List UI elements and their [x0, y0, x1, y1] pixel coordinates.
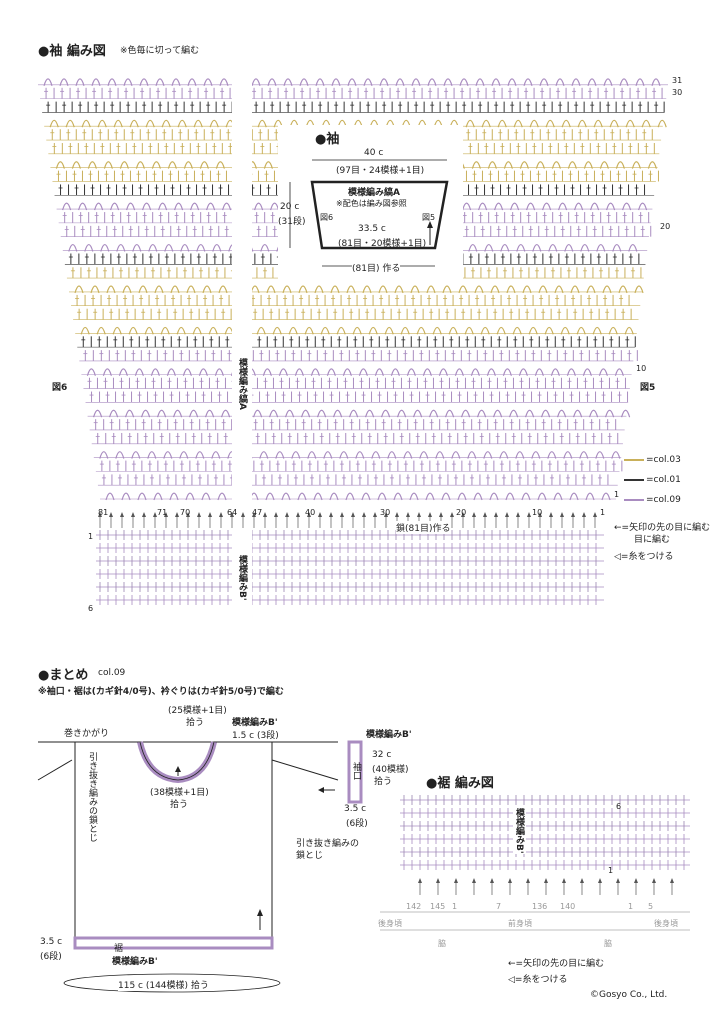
sleeve-width-2: (40模様) — [372, 765, 409, 775]
hem-chart-title: ●裾 編み図 — [426, 776, 494, 791]
hem-front-label: 前身頃 — [508, 919, 532, 928]
height: 20 c — [280, 202, 300, 212]
stitch-num-30: 30 — [380, 508, 391, 517]
legend-swatch-col09 — [624, 499, 644, 501]
pattern-name: 模様編み縞A — [348, 188, 400, 198]
sleeve-chart-note: ※色毎に切って編む — [120, 46, 200, 56]
side-seam-label-3: 鎖とじ — [296, 851, 324, 861]
sleeve-depth-2: (6段) — [346, 819, 368, 829]
schematic-fig5: 図5 — [422, 213, 436, 222]
row-label-1: 1 — [614, 490, 620, 499]
top-stitches: (97目・24模様+1目) — [336, 166, 425, 176]
sleeve-width: 32 c — [372, 750, 392, 760]
join-note: ◁=糸をつける — [614, 552, 674, 562]
bottom-row-6: 6 — [88, 604, 94, 613]
finishing-title: ●まとめ — [38, 668, 89, 683]
stitch-num-20: 20 — [456, 508, 467, 517]
hem-num-145: 145 — [430, 902, 446, 911]
sleeve-chart-title: ●袖 編み図 — [38, 44, 106, 59]
stitch-num-81: 81 — [98, 508, 109, 517]
hem-arrow-note: ←=矢印の先の目に編む — [508, 959, 605, 969]
hem-num-1b: 1 — [628, 902, 634, 911]
hem-back-label-2: 後身頃 — [654, 919, 678, 928]
finishing-note: ※袖口・裾は(カギ針4/0号)、衿ぐりは(カギ針5/0号)で編む — [38, 687, 284, 697]
chain-start-label: 鎖(81目)作る — [396, 521, 451, 534]
height-rows: (31段) — [278, 217, 306, 227]
side-seam-label-2: 引き抜き編みの — [296, 839, 360, 849]
neck-pickup-2: 拾う — [186, 718, 205, 728]
pattern-a-vertical-label: 模様編み縞A — [237, 358, 247, 410]
bottom-row-1: 1 — [88, 532, 94, 541]
fig6-label: 図6 — [52, 383, 68, 393]
stitch-num-47: 47 — [252, 508, 263, 517]
hem-join-note: ◁=糸をつける — [508, 975, 568, 985]
row-label-30: 30 — [672, 88, 683, 97]
legend-col01: =col.01 — [646, 475, 681, 485]
hem-depth-2: (6段) — [40, 952, 62, 962]
bottom-stitches: (81目・20模様+1目) — [338, 239, 427, 249]
sleeve-width-3: 拾う — [374, 777, 393, 787]
stitch-num-10: 10 — [532, 508, 543, 517]
chain-start: (81目) 作る — [352, 261, 401, 274]
hem-side-label: 脇 — [438, 939, 446, 948]
bottom-width: 33.5 c — [358, 224, 386, 234]
stitch-num-70: 70 — [180, 508, 191, 517]
hem-num-142: 142 — [406, 902, 422, 911]
stitch-num-40: 40 — [305, 508, 316, 517]
copyright: ©Gosyo Co., Ltd. — [590, 990, 668, 1000]
row-label-10: 10 — [636, 364, 647, 373]
front-neck-pickup: (38模様+1目) — [150, 788, 209, 798]
sleeve-trapezoid — [310, 180, 449, 250]
sleeve-pattern: 模様編みB' — [366, 730, 412, 740]
side-seam-vertical: 引き抜き編みの鎖とじ — [87, 752, 97, 842]
hem-num-1a: 1 — [452, 902, 458, 911]
hem-label: 裾 — [114, 944, 124, 954]
hem-num-5: 5 — [648, 902, 654, 911]
sleeve-cuff-label: 袖口 — [351, 762, 361, 780]
legend-swatch-col03 — [624, 459, 644, 461]
neck-pattern: 模様編みB' — [232, 718, 278, 728]
neck-depth: 1.5 c (3段) — [232, 731, 279, 741]
hem-num-7: 7 — [496, 902, 502, 911]
stitch-num-64: 64 — [227, 508, 238, 517]
row-label-31: 31 — [672, 76, 683, 85]
hem-row-1: 1 — [608, 866, 614, 875]
stitch-num-1: 1 — [600, 508, 606, 517]
hem-pickup: 115 c (144模様) 拾う — [118, 978, 209, 991]
finishing-color: col.09 — [98, 668, 126, 678]
schematic-fig6: 図6 — [320, 213, 334, 222]
sleeve-schematic-title: ●袖 — [315, 132, 340, 147]
pattern-b-vertical-label: 模様編みB' — [236, 555, 249, 601]
arrow-note: ←=矢印の先の目に編む — [614, 523, 711, 533]
wrap-label: 巻きかがり — [64, 729, 110, 739]
hem-vertical-label: 模様編みB' — [513, 808, 526, 854]
hem-num-140: 140 — [560, 902, 576, 911]
arrow-note-2: 目に編む — [634, 535, 671, 545]
sleeve-depth: 3.5 c — [344, 804, 367, 814]
sweater-schematic — [37, 740, 363, 993]
direction-arrowhead — [427, 221, 433, 228]
fig5-label: 図5 — [640, 383, 656, 393]
hem-row-6: 6 — [616, 802, 622, 811]
hem-pattern: 模様編みB' — [112, 957, 158, 967]
legend-swatch-col01 — [624, 479, 644, 481]
hem-depth: 3.5 c — [40, 937, 63, 947]
hem-num-136: 136 — [532, 902, 548, 911]
hem-stitch-chart — [380, 795, 690, 931]
front-neck-pickup-2: 拾う — [170, 800, 189, 810]
row-label-20: 20 — [660, 222, 671, 231]
hem-side-label-2: 脇 — [604, 939, 612, 948]
legend-col09: =col.09 — [646, 495, 681, 505]
top-width: 40 c — [364, 148, 384, 158]
neck-pickup: (25模様+1目) — [168, 706, 227, 716]
sleeve-stitch-chart — [38, 70, 668, 620]
sleeve-schematic-panel — [278, 125, 463, 280]
pattern-note: ※配色は編み図参照 — [336, 199, 407, 208]
hem-back-label: 後身頃 — [378, 919, 402, 928]
stitch-num-71: 71 — [157, 508, 168, 517]
legend-col03: =col.03 — [646, 455, 681, 465]
